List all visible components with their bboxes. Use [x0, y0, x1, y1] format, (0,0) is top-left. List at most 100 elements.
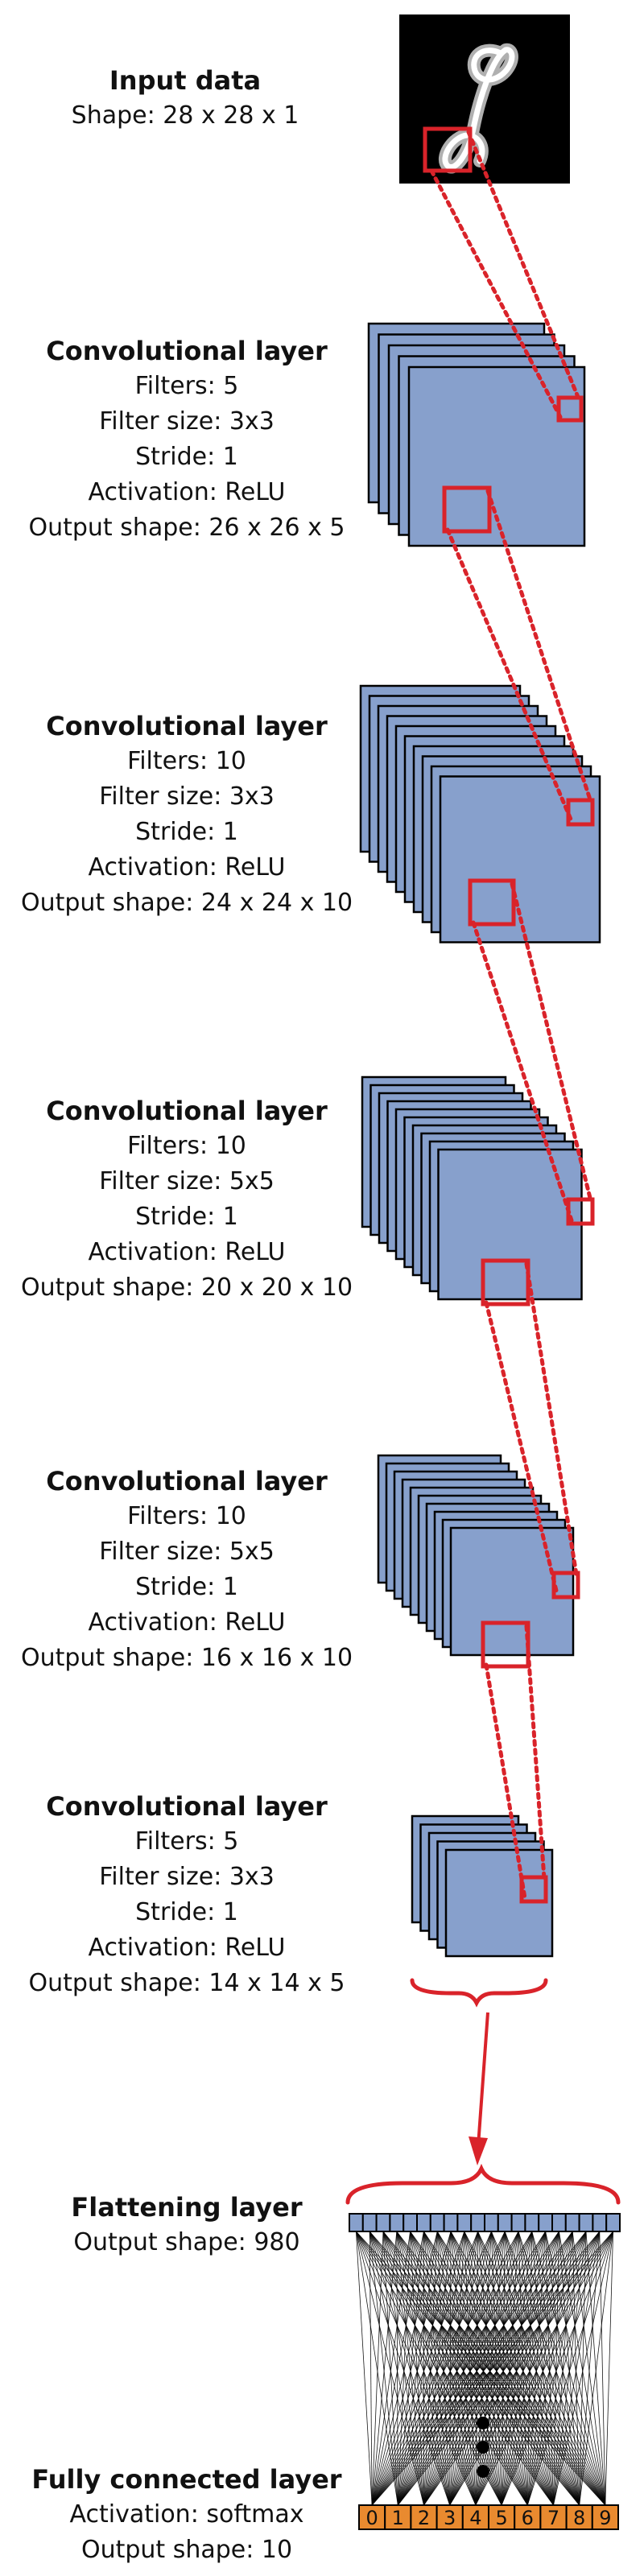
conv-5-stride: Stride: 1 [135, 1898, 238, 1926]
conv-4-output-shape: Output shape: 16 x 16 x 10 [20, 1644, 353, 1672]
conv-5-filters: Filters: 5 [134, 1827, 239, 1856]
dense-connection [423, 2231, 528, 2506]
dense-connection [450, 2231, 554, 2506]
dense-connection [501, 2231, 613, 2506]
dense-connection [572, 2231, 580, 2506]
dense-connection [518, 2231, 528, 2506]
feature-map-stack-2 [359, 684, 601, 943]
dense-connection [475, 2231, 559, 2506]
conv-output-brace [410, 1978, 548, 2008]
dense-connection [545, 2231, 580, 2506]
dense-connection [369, 2231, 398, 2506]
feature-map-stack-4 [377, 1454, 580, 1669]
dense-connection [526, 2231, 546, 2506]
dense-connection [526, 2231, 613, 2506]
conv-4-filters: Filters: 10 [127, 1502, 246, 1530]
flatten-title: Flattening layer [71, 2192, 303, 2223]
dense-title: Fully connected layer [31, 2464, 342, 2495]
dense-connection [477, 2231, 580, 2506]
flattening-layer-label: Flattening layer Output shape: 980 [10, 2190, 364, 2260]
dense-connection [423, 2231, 452, 2506]
dense-connection [397, 2231, 559, 2506]
dense-connection [397, 2231, 424, 2506]
conv-layer-2-label: Convolutional layer Filters: 10 Filter s… [10, 708, 364, 921]
conv-1-stride: Stride: 1 [135, 443, 238, 471]
conv-4-filter-size: Filter size: 5x5 [99, 1538, 275, 1566]
output-unit-3 [436, 2504, 464, 2530]
dense-connection [397, 2231, 465, 2506]
dense-activation: Activation: softmax [69, 2500, 304, 2529]
dense-connection [449, 2231, 546, 2506]
dense-connection [449, 2231, 478, 2506]
dense-connection [423, 2231, 492, 2506]
dense-connection [504, 2231, 580, 2506]
feature-map-stack-1 [367, 322, 586, 547]
dense-connection [397, 2231, 506, 2506]
dense-connection [464, 2231, 528, 2506]
dense-connection [436, 2231, 554, 2506]
dense-connection [450, 2231, 477, 2506]
dense-connection [518, 2231, 580, 2506]
dense-connection [369, 2231, 451, 2506]
dense-output-shape: Output shape: 10 [80, 2536, 293, 2564]
dense-connection [450, 2231, 606, 2506]
dense-connection [475, 2231, 573, 2506]
flattened-unit [375, 2213, 391, 2232]
dense-connection [449, 2231, 613, 2506]
dense-connection [369, 2231, 373, 2506]
dense-connection [423, 2231, 451, 2506]
conv-1-title: Convolutional layer [46, 336, 328, 366]
dense-connection [449, 2231, 601, 2506]
dense-connection [449, 2231, 573, 2506]
dense-connection [397, 2231, 438, 2506]
input-title: Input data [109, 65, 262, 96]
dense-connection [396, 2231, 580, 2506]
link-2-right [510, 881, 593, 1203]
dense-connection [371, 2231, 601, 2506]
dense-connection [475, 2231, 601, 2506]
flattened-unit [443, 2213, 459, 2232]
dense-connection [410, 2231, 451, 2506]
dense-connection [356, 2231, 554, 2506]
dense-connection [477, 2231, 554, 2506]
dense-connection [436, 2231, 606, 2506]
dense-connection [475, 2231, 587, 2506]
dense-connection [396, 2231, 606, 2506]
dense-connection [475, 2231, 546, 2506]
dense-connection [504, 2231, 528, 2506]
dense-connection [396, 2231, 554, 2506]
dense-connection [450, 2231, 502, 2506]
dense-connection [397, 2231, 411, 2506]
dense-connection [371, 2231, 424, 2506]
dense-connection [501, 2231, 601, 2506]
dense-connection [531, 2231, 606, 2506]
link-1-left [445, 527, 574, 824]
dense-connection [579, 2231, 613, 2506]
dense-connection [477, 2231, 528, 2506]
dense-connection [449, 2231, 506, 2506]
dense-connection [501, 2231, 546, 2506]
dense-connection [382, 2231, 451, 2506]
flattened-unit [524, 2213, 540, 2232]
dense-connection [371, 2231, 398, 2506]
dense-connection [423, 2231, 559, 2506]
dense-connection [371, 2231, 411, 2506]
dense-connection [410, 2231, 528, 2506]
dense-connection [553, 2231, 601, 2506]
dense-connection [526, 2231, 559, 2506]
dense-connection [397, 2231, 533, 2506]
dense-connection [450, 2231, 528, 2506]
dense-connection [382, 2231, 580, 2506]
conv-3-activation: Activation: ReLU [88, 1238, 286, 1266]
dense-connection [475, 2231, 613, 2506]
fully-connected-layer-label: Fully connected layer Activation: softma… [10, 2462, 364, 2568]
dense-connection [397, 2231, 452, 2506]
conv-layer-1-label: Convolutional layer Filters: 5 Filter si… [10, 333, 364, 546]
dense-connection [423, 2231, 554, 2506]
dense-connection [501, 2231, 587, 2506]
output-unit-0 [358, 2504, 386, 2530]
dense-connection [382, 2231, 424, 2506]
link-input-right [466, 130, 582, 403]
dense-connection [553, 2231, 587, 2506]
flattened-unit [497, 2213, 513, 2232]
